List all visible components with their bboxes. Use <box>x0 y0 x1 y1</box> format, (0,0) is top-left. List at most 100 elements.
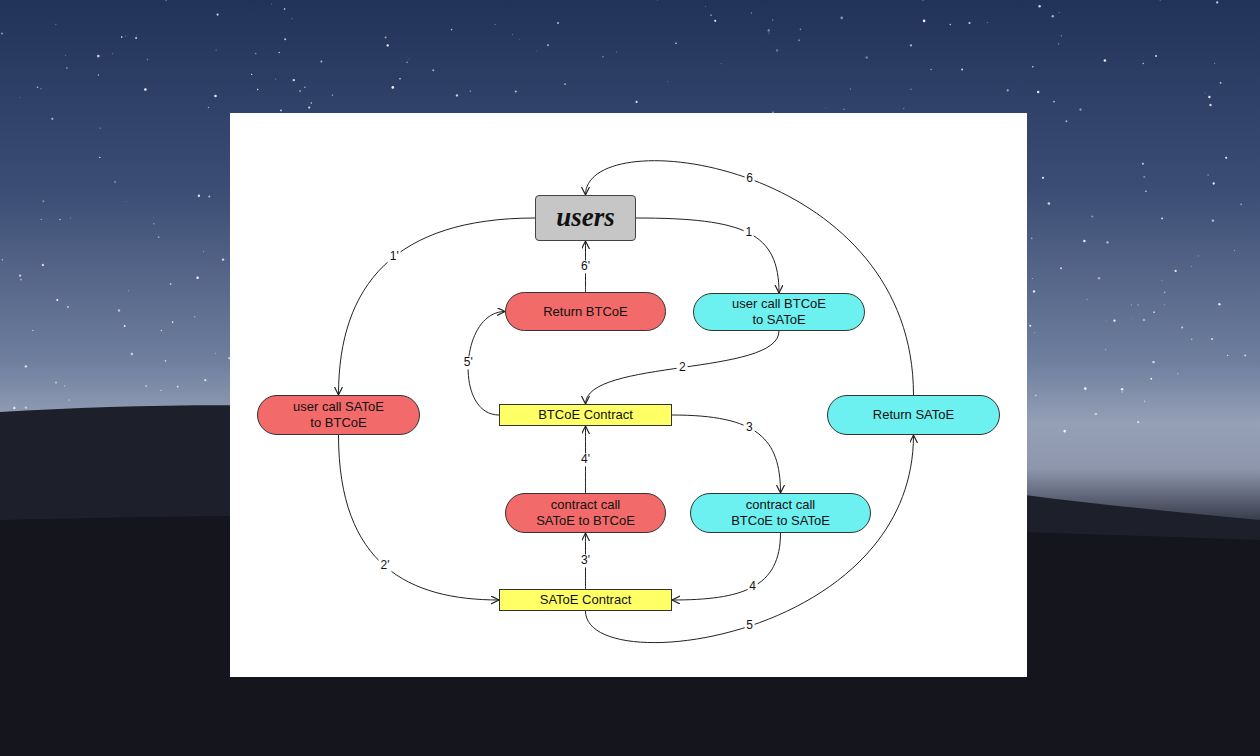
star <box>714 20 716 22</box>
star <box>332 94 333 95</box>
star <box>768 32 769 33</box>
contract-box: SAToE Contract <box>499 589 672 611</box>
star <box>406 61 408 63</box>
step-number: 2' <box>379 560 392 573</box>
star <box>518 38 520 40</box>
star <box>1174 270 1176 272</box>
star <box>208 107 209 108</box>
star <box>1104 59 1107 62</box>
star <box>470 91 471 92</box>
star <box>1244 355 1246 357</box>
star <box>1137 421 1139 423</box>
flow-arrow <box>636 218 779 293</box>
step-number: 1' <box>388 250 401 263</box>
flow-arrow <box>672 533 781 600</box>
star <box>675 42 677 44</box>
star <box>536 50 538 52</box>
star <box>667 81 669 83</box>
star <box>98 74 99 75</box>
node-label: contract call BTCoE to SAToE <box>723 497 838 528</box>
star <box>42 264 44 266</box>
step-number: 3' <box>579 554 592 567</box>
star <box>1113 320 1115 322</box>
star <box>408 58 410 60</box>
star <box>616 51 618 53</box>
star <box>145 385 146 386</box>
star <box>1053 101 1055 103</box>
node-label: user call BTCoE to SAToE <box>723 296 835 327</box>
star <box>1198 255 1199 256</box>
star <box>1087 299 1088 300</box>
step-number: 4 <box>747 581 758 594</box>
step-number: 6' <box>579 260 592 273</box>
star <box>922 0 924 1</box>
star <box>494 23 496 25</box>
process-pill: contract call BTCoE to SAToE <box>690 493 871 533</box>
star <box>800 29 802 31</box>
process-pill: Return BTCoE <box>505 292 666 331</box>
node-label: Return BTCoE <box>543 304 628 320</box>
star <box>118 309 120 311</box>
star <box>1121 388 1123 390</box>
flow-arrow <box>586 331 780 404</box>
star <box>1095 413 1098 416</box>
star <box>768 29 770 31</box>
step-number: 6 <box>744 172 755 185</box>
star <box>1091 216 1093 218</box>
star <box>1122 391 1123 392</box>
star <box>1164 291 1166 293</box>
star <box>100 127 101 128</box>
star <box>1218 303 1220 305</box>
star <box>293 79 295 81</box>
star <box>1032 278 1034 280</box>
star <box>1161 217 1163 219</box>
star <box>547 44 549 46</box>
star <box>32 330 33 331</box>
star <box>1029 325 1031 327</box>
star <box>208 196 210 198</box>
star <box>657 0 659 1</box>
node-label: user call SAToE to BTCoE <box>283 399 395 430</box>
star <box>1191 339 1193 341</box>
star <box>257 89 259 91</box>
star <box>131 353 133 355</box>
star <box>710 14 712 16</box>
star <box>950 24 951 25</box>
star <box>153 223 154 224</box>
star <box>387 44 389 46</box>
star <box>1213 182 1215 184</box>
node-label: contract call SAToE to BTCoE <box>528 497 643 528</box>
star <box>255 53 257 55</box>
star <box>275 78 276 79</box>
star <box>602 56 604 58</box>
star <box>850 88 851 89</box>
star <box>1007 89 1009 91</box>
star <box>1052 15 1054 17</box>
contract-box: BTCoE Contract <box>499 404 672 426</box>
star <box>776 49 778 51</box>
star <box>304 86 306 88</box>
star <box>158 236 160 238</box>
star <box>1031 238 1033 240</box>
star <box>840 17 843 20</box>
star <box>903 108 904 109</box>
star <box>68 399 69 400</box>
star <box>165 360 167 362</box>
star <box>153 217 155 219</box>
star <box>135 37 137 39</box>
star <box>222 258 224 260</box>
star <box>55 382 57 384</box>
star <box>456 94 458 96</box>
star <box>194 316 195 317</box>
star <box>1208 96 1210 98</box>
star <box>125 35 127 37</box>
star <box>751 12 752 13</box>
star <box>56 299 58 301</box>
star <box>1212 219 1214 221</box>
step-number: 3 <box>744 421 755 434</box>
star <box>910 44 912 46</box>
step-number: 1 <box>743 226 754 239</box>
star <box>161 330 162 331</box>
star <box>432 69 434 71</box>
